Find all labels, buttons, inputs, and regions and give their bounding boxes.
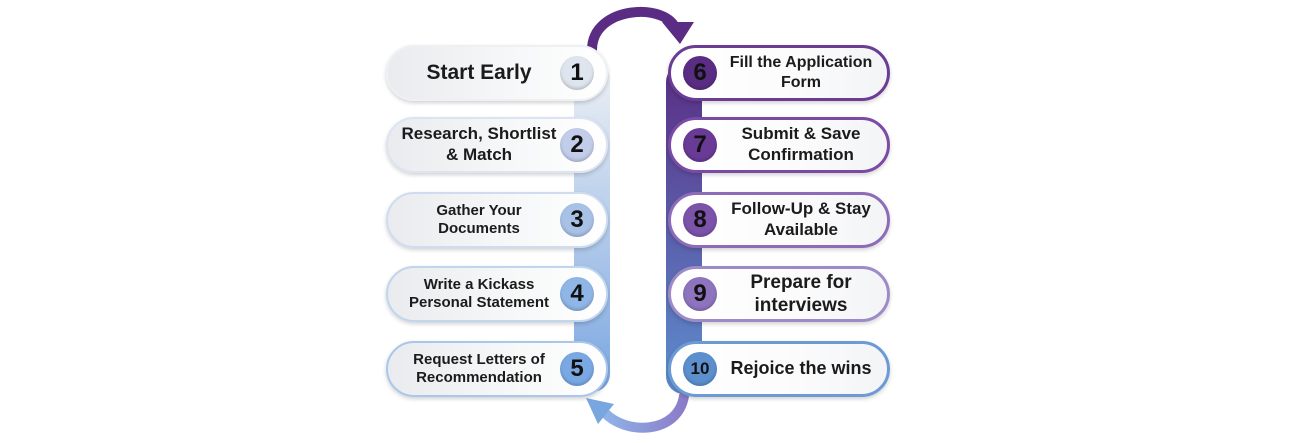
step-3: Gather Your Documents 3 (386, 192, 608, 248)
step-4: Write a Kickass Personal Statement 4 (386, 266, 608, 322)
step-10-label: Rejoice the wins (730, 358, 872, 379)
step-6: Fill the Application Form 6 (668, 45, 890, 101)
bottom-arrow-head (586, 398, 614, 424)
step-7: Submit & Save Confirmation 7 (668, 117, 890, 173)
step-4-badge: 4 (560, 277, 594, 311)
step-10: Rejoice the wins 10 (668, 341, 890, 397)
step-4-label: Write a Kickass Personal Statement (408, 275, 550, 311)
step-8-label: Follow-Up & Stay Available (731, 199, 871, 239)
step-8: Follow-Up & Stay Available 8 (668, 192, 890, 248)
step-2-label: Research, Shortlist & Match (401, 124, 557, 164)
step-5: Request Letters of Recommendation 5 (386, 341, 608, 397)
step-7-pill (668, 117, 890, 173)
step-8-pill (668, 192, 890, 248)
step-5-label: Request Letters of Recommendation (413, 350, 545, 386)
step-1-badge: 1 (560, 56, 594, 90)
top-arc (587, 7, 681, 55)
step-9: Prepare for interviews 9 (668, 266, 890, 322)
step-6-label: Fill the Application Form (729, 54, 873, 91)
step-2: Research, Shortlist & Match 2 (386, 117, 608, 173)
step-1: Start Early 1 (386, 45, 608, 101)
step-2-badge: 2 (560, 128, 594, 162)
step-7-label: Submit & Save Confirmation (741, 124, 861, 164)
top-arrow-head (662, 22, 694, 44)
step-7-badge: 7 (683, 128, 717, 162)
step-5-badge: 5 (560, 352, 594, 386)
step-6-badge: 6 (683, 56, 717, 90)
step-10-badge: 10 (683, 352, 717, 386)
step-9-badge: 9 (683, 277, 717, 311)
step-3-label: Gather Your Documents (436, 201, 522, 237)
bottom-arc (599, 391, 689, 433)
step-1-label: Start Early (426, 61, 532, 85)
step-9-label: Prepare for interviews (750, 271, 852, 316)
step-8-badge: 8 (683, 203, 717, 237)
step-3-badge: 3 (560, 203, 594, 237)
